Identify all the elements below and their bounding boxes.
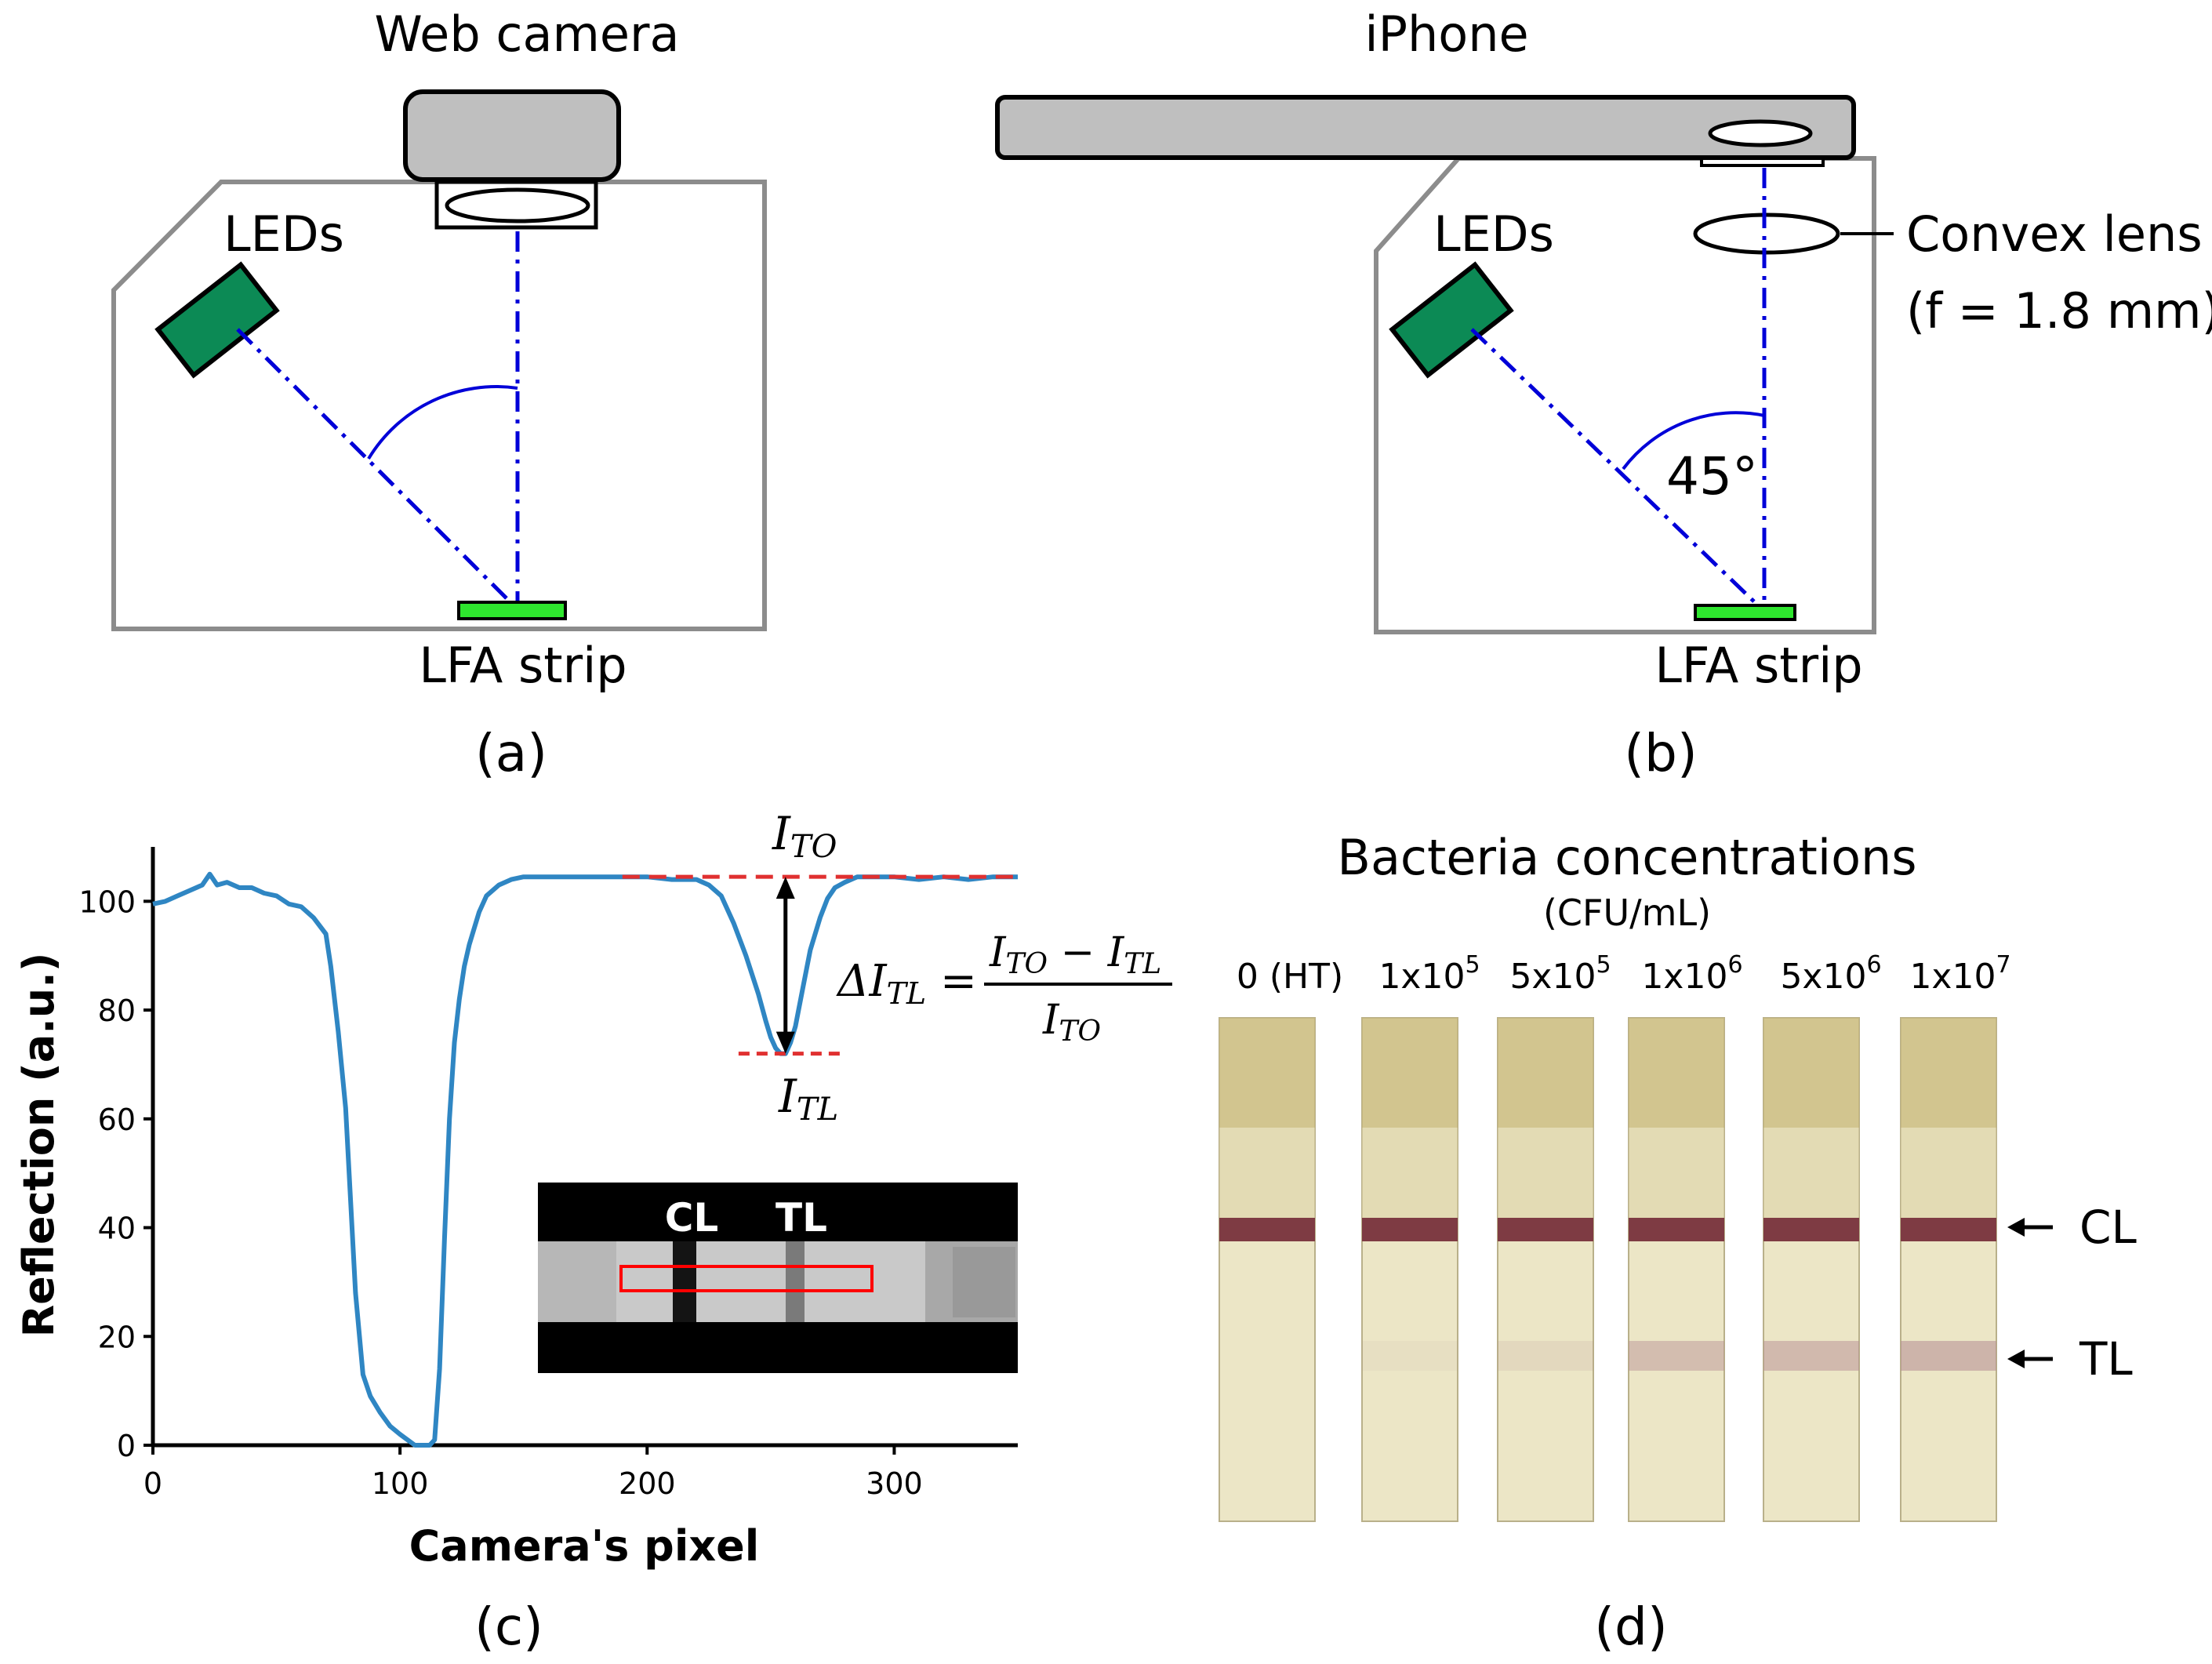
strip-control-line — [1219, 1218, 1315, 1241]
strip-test-line — [1498, 1341, 1593, 1371]
concentration-label: 0 (HT) — [1237, 957, 1343, 997]
angle-arc-b — [1622, 411, 1765, 470]
strip-control-line — [1498, 1218, 1593, 1241]
cl-arrowhead-icon — [2007, 1218, 2025, 1237]
inset-cl-band — [673, 1241, 696, 1322]
y-axis-title: Reflection (a.u.) — [14, 953, 64, 1338]
inset-tl-label: TL — [775, 1195, 827, 1241]
housing-a — [111, 180, 767, 631]
strip-test-line — [1362, 1341, 1458, 1371]
svg-text:ΔITL =: ΔITL = — [836, 956, 977, 1011]
strip-upper-zone — [1763, 1128, 1859, 1230]
phone-lens-icon — [1708, 119, 1813, 147]
led-icon — [154, 261, 280, 379]
strip-upper-zone — [1219, 1128, 1315, 1230]
inset-tl-band — [786, 1241, 805, 1322]
x-tick-label: 300 — [866, 1466, 923, 1501]
lens-focal-label: (f = 1.8 mm) — [1906, 282, 2212, 340]
panel-b-caption: (b) — [1624, 723, 1697, 783]
strip-control-line — [1901, 1218, 1996, 1241]
strip-sample-pad — [1219, 1018, 1315, 1128]
strip-label: LFA strip — [419, 637, 627, 694]
panel-b: iPhone Convex lens (f = 1.8 mm) LEDs 45°… — [995, 5, 2212, 783]
panel-a: Web camera LEDs LFA strip (a) — [111, 5, 767, 783]
x-tick-label: 200 — [619, 1466, 676, 1501]
strip-label-b: LFA strip — [1654, 637, 1862, 694]
y-tick-label: 40 — [98, 1212, 136, 1246]
strip-sample-pad — [1629, 1018, 1724, 1128]
strip-sample-pad — [1362, 1018, 1458, 1128]
inset-cl-label: CL — [665, 1195, 719, 1241]
strip-upper-zone — [1362, 1128, 1458, 1230]
camera-label: Web camera — [375, 5, 680, 63]
lens-label: Convex lens — [1906, 205, 2203, 263]
x-tick-label: 100 — [372, 1466, 429, 1501]
strip-control-line — [1629, 1218, 1724, 1241]
strip-sample-pad — [1498, 1018, 1593, 1128]
strip-test-line — [1763, 1341, 1859, 1371]
x-axis-title: Camera's pixel — [409, 1521, 760, 1571]
concentration-label: 1x106 — [1641, 951, 1742, 997]
camera-lens-icon — [445, 187, 590, 223]
strip-upper-zone — [1498, 1128, 1593, 1230]
strip-sample-pad — [1901, 1018, 1996, 1128]
y-tick-label: 60 — [98, 1103, 136, 1137]
angle-label: 45° — [1666, 446, 1758, 507]
led-icon-b — [1389, 261, 1514, 379]
concentration-label: 5x105 — [1509, 951, 1611, 997]
leds-label-b: LEDs — [1433, 205, 1554, 263]
panel-c-caption: (c) — [474, 1597, 543, 1657]
svg-text:ITO: ITO — [1042, 997, 1101, 1048]
strip-upper-zone — [1901, 1128, 1996, 1230]
strip-photo-row: 0 (HT) 1x105 5x105 1x106 5x106 1x107 — [1219, 951, 2011, 1522]
angle-arc — [367, 385, 518, 460]
phone-body — [995, 95, 1856, 160]
x-tick-label: 0 — [143, 1466, 162, 1501]
convex-lens-icon — [1693, 213, 1840, 255]
delta-arrow-up-icon — [775, 877, 795, 899]
tl-label: TL — [2079, 1332, 2133, 1386]
inset-roi-box — [619, 1265, 874, 1292]
strip-upper-zone — [1629, 1128, 1724, 1230]
y-tick-label: 100 — [78, 885, 136, 919]
inset-strip-image: CL TL — [538, 1183, 1018, 1373]
panel-a-caption: (a) — [475, 723, 547, 783]
leds-label: LEDs — [223, 205, 344, 263]
i-tl-label: ITL — [778, 1070, 838, 1128]
led-beam — [236, 328, 512, 604]
lfa-strip — [457, 601, 567, 620]
i-to-label: ITO — [772, 807, 837, 865]
y-tick-label: 20 — [98, 1320, 136, 1354]
reflection-series-line — [152, 871, 1018, 1448]
tl-arrowhead-icon — [2007, 1350, 2025, 1368]
phone-lens-mount — [1700, 157, 1825, 167]
panel-d: Bacteria concentrations (CFU/mL) 0 (HT) 1… — [1219, 829, 2137, 1657]
delta-arrow-down-icon — [775, 1031, 795, 1054]
strip-control-line — [1763, 1218, 1859, 1241]
concentration-label: 1x105 — [1378, 951, 1480, 997]
concentration-label: 5x106 — [1780, 951, 1881, 997]
panel-d-caption: (d) — [1594, 1597, 1667, 1657]
strip-control-line — [1362, 1218, 1458, 1241]
strip-test-line — [1629, 1341, 1724, 1371]
cl-label: CL — [2079, 1201, 2137, 1254]
panel-d-unit: (CFU/mL) — [1543, 892, 1711, 934]
svg-text:ITO − ITL: ITO − ITL — [989, 929, 1161, 980]
camera-body — [403, 89, 621, 182]
concentration-label: 1x107 — [1909, 951, 2010, 997]
y-tick-label: 0 — [117, 1429, 136, 1463]
y-tick-label: 80 — [98, 994, 136, 1028]
panel-d-title: Bacteria concentrations — [1337, 829, 1916, 886]
led-beam-b — [1470, 328, 1760, 607]
strip-test-line — [1901, 1341, 1996, 1371]
phone-label: iPhone — [1364, 5, 1528, 63]
lfa-strip-b — [1694, 604, 1796, 621]
delta-formula: ΔITL = ITO − ITL ITO — [836, 929, 1172, 1048]
strip-sample-pad — [1763, 1018, 1859, 1128]
